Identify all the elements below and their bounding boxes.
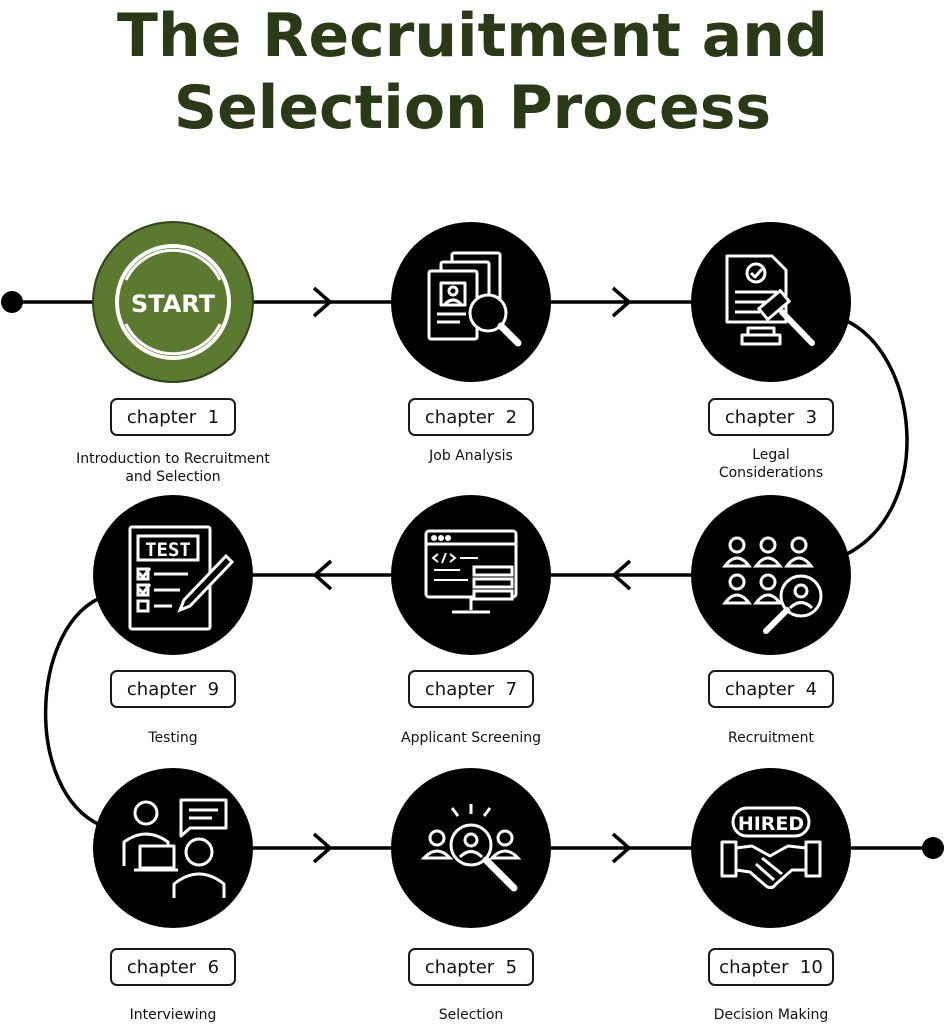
step-label-1: Introduction to Recruitment and Selectio… — [76, 451, 270, 485]
chapter-chip-3: chapter 3 — [708, 398, 834, 436]
candidate-selection-icon — [420, 804, 522, 892]
chapter-chip-9: chapter 9 — [110, 670, 236, 708]
node-chapter-2 — [391, 222, 551, 382]
chapter-chip-10: chapter 10 — [708, 948, 834, 986]
chapter-chip-6: chapter 6 — [110, 948, 236, 986]
chapter-chip-1: chapter 1 — [110, 398, 236, 436]
hired-handshake-icon: HIRED — [720, 806, 822, 890]
end-endpoint-dot — [922, 837, 944, 859]
arrow-left-icon — [611, 559, 632, 591]
step-label-3: Legal Considerations — [718, 447, 824, 481]
people-search-icon — [721, 536, 823, 634]
step-label-9: Testing — [148, 730, 198, 746]
node-chapter-3 — [691, 222, 851, 382]
chapter-chip-2: chapter 2 — [408, 398, 534, 436]
node-chapter-5 — [391, 768, 551, 928]
chapter-chip-4: chapter 4 — [708, 670, 834, 708]
step-label-4: Recruitment — [727, 730, 815, 746]
arrow-left-icon — [312, 559, 333, 591]
node-chapter-4 — [691, 495, 851, 655]
connector-3-4 — [844, 318, 909, 557]
arrow-right-icon — [611, 286, 632, 318]
flow-arrows — [312, 286, 632, 864]
arrow-right-icon — [611, 832, 632, 864]
step-label-7: Applicant Screening — [401, 730, 541, 746]
test-sheet-icon: TEST — [128, 525, 235, 631]
chapter-chip-7: chapter 7 — [408, 670, 534, 708]
screening-monitor-icon — [424, 529, 518, 614]
arrow-right-icon — [312, 286, 333, 318]
title-line-1: The Recruitment and — [117, 1, 828, 71]
node-chapter-1: START — [92, 221, 254, 383]
start-endpoint-dot — [1, 291, 23, 313]
step-label-6: Interviewing — [129, 1007, 217, 1023]
document-search-icon — [427, 251, 522, 347]
test-icon-text: TEST — [145, 539, 191, 561]
connector-lines — [12, 300, 932, 850]
start-icon: START — [115, 244, 231, 360]
legal-gavel-icon — [725, 254, 815, 346]
interview-icon — [122, 798, 228, 898]
node-chapter-6 — [93, 768, 253, 928]
page-title: The Recruitment and Selection Process — [0, 0, 945, 144]
step-label-5: Selection — [438, 1007, 504, 1023]
step-label-10: Decision Making — [713, 1007, 829, 1023]
arrow-right-icon — [312, 832, 333, 864]
node-chapter-10: HIRED — [691, 768, 851, 928]
node-chapter-7 — [391, 495, 551, 655]
chapter-chip-5: chapter 5 — [408, 948, 534, 986]
start-icon-text: START — [131, 290, 216, 318]
step-label-2: Job Analysis — [429, 448, 513, 464]
hired-icon-text: HIRED — [738, 813, 804, 835]
node-chapter-9: TEST — [93, 495, 253, 655]
title-line-2: Selection Process — [173, 73, 772, 143]
connector-9-6 — [43, 596, 101, 827]
